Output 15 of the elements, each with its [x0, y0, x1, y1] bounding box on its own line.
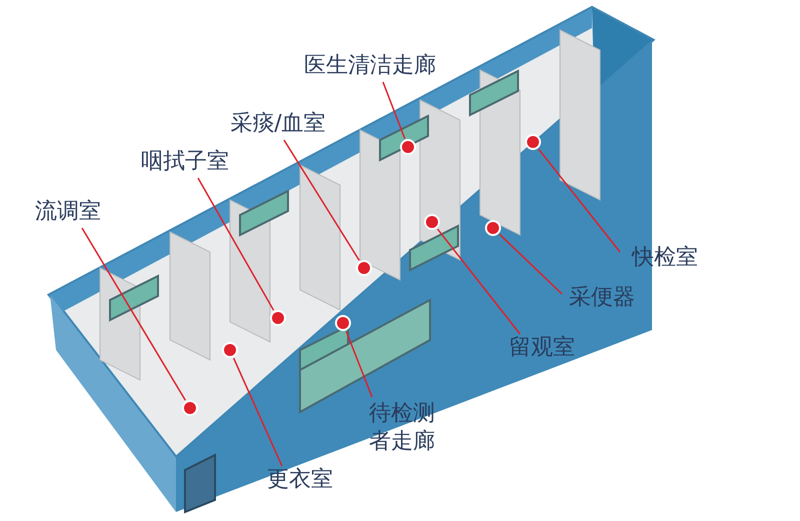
- room-label: 流调室: [25, 198, 111, 226]
- leader-line: [283, 140, 360, 261]
- leader-line: [233, 358, 283, 466]
- leader-line: [498, 234, 563, 295]
- room-label: 采痰/血室: [222, 110, 334, 138]
- leader-line: [436, 228, 521, 334]
- room-label: 咽拭子室: [130, 148, 240, 176]
- leader-line: [197, 178, 274, 311]
- leader-line: [81, 228, 186, 401]
- leader-line: [538, 148, 621, 252]
- room-label: 医生清洁走廊: [300, 52, 440, 80]
- room-label: 更衣室: [258, 466, 342, 494]
- room-label: 采便器: [562, 284, 642, 312]
- room-label: 留观室: [502, 334, 582, 362]
- leader-line: [382, 82, 406, 139]
